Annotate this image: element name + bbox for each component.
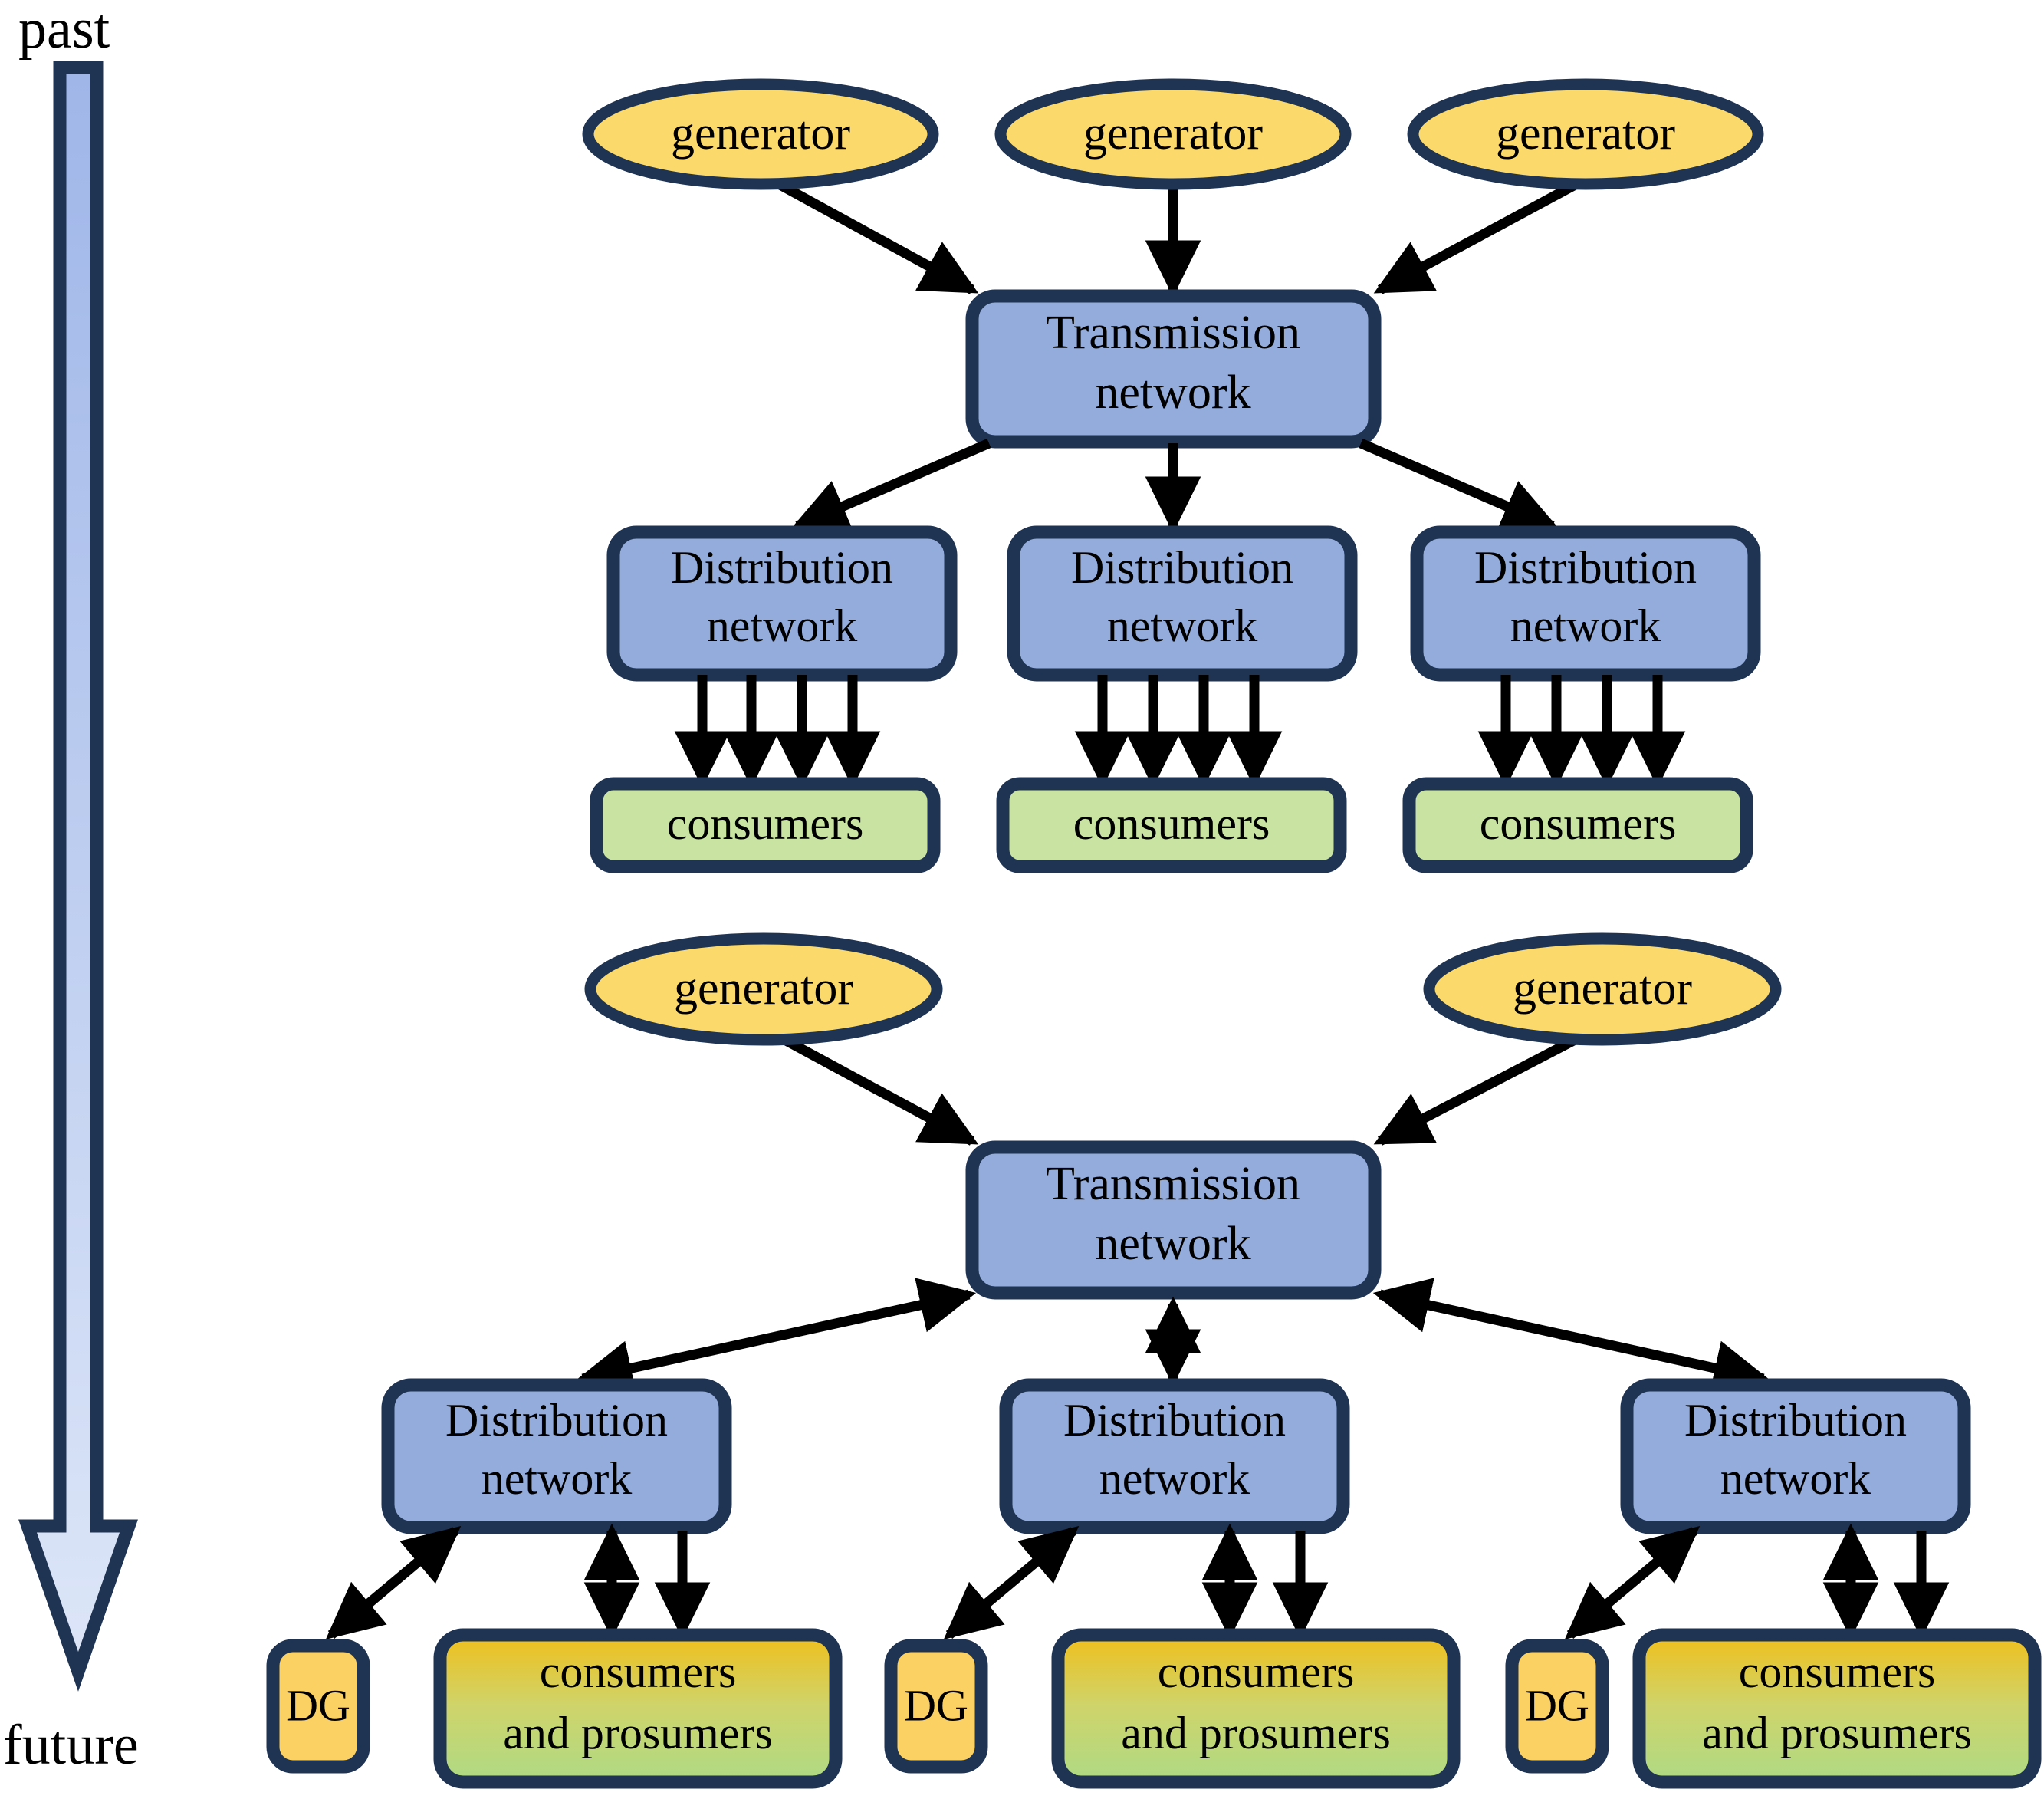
past-distribution-network-2[interactable]: Distribution network <box>1007 525 1358 682</box>
arrow-dist2-dg2 <box>943 1525 1080 1640</box>
future-generator-2-label: generator <box>1513 962 1692 1015</box>
past-distribution-2-line1: Distribution <box>1071 542 1293 593</box>
future-transmission-line2: network <box>1095 1218 1250 1270</box>
past-transmission-line1: Transmission <box>1046 307 1300 359</box>
past-transmission-line2: network <box>1095 367 1250 419</box>
past-consumers-1[interactable]: consumers <box>590 777 941 873</box>
future-distribution-1-line2: network <box>481 1453 633 1504</box>
timeline-future-label: future <box>3 1714 139 1777</box>
past-consumers-2[interactable]: consumers <box>996 777 1347 873</box>
past-consumers-2-label: consumers <box>1073 798 1270 849</box>
arrow-gen3-to-transmission <box>1373 178 1582 294</box>
future-transmission-line1: Transmission <box>1046 1158 1300 1210</box>
past-generator-1-label: generator <box>671 107 850 160</box>
future-distribution-1-line1: Distribution <box>445 1395 668 1445</box>
future-generator-2[interactable]: generator <box>1423 932 1782 1046</box>
future-prosumers-1[interactable]: consumers and prosumers <box>433 1628 843 1789</box>
past-distribution-network-3[interactable]: Distribution network <box>1410 525 1761 682</box>
arrow-dist1-dg1 <box>325 1525 462 1640</box>
future-dg-1[interactable]: DG <box>266 1639 370 1774</box>
past-consumers-1-label: consumers <box>667 798 864 849</box>
future-prosumers-1-line2: and prosumers <box>503 1708 773 1758</box>
arrow-transmission-to-dist3 <box>1359 439 1559 532</box>
past-distribution-2-line2: network <box>1107 600 1258 651</box>
future-prosumers-2[interactable]: consumers and prosumers <box>1051 1628 1461 1789</box>
past-distribution-1-line2: network <box>707 600 858 651</box>
future-dg-2-label: DG <box>904 1680 968 1730</box>
future-dg-3[interactable]: DG <box>1505 1639 1609 1774</box>
future-generator-to-transmission-arrows <box>776 1032 1583 1146</box>
future-distribution-2-line2: network <box>1099 1453 1250 1504</box>
past-generator-2[interactable]: generator <box>994 78 1352 190</box>
past-distribution-3-line2: network <box>1510 600 1661 651</box>
future-prosumers-3-line1: consumers <box>1739 1646 1936 1697</box>
future-generator-1[interactable]: generator <box>584 932 943 1046</box>
future-transmission-network[interactable]: Transmission network <box>965 1140 1382 1300</box>
arrow-ftransmission-dist3 <box>1372 1278 1771 1396</box>
future-transmission-to-distribution-arrows <box>575 1278 1771 1396</box>
future-prosumers-3-line2: and prosumers <box>1702 1708 1972 1758</box>
past-generator-1[interactable]: generator <box>582 78 939 190</box>
past-generator-2-label: generator <box>1083 107 1263 160</box>
future-distribution-3-line1: Distribution <box>1684 1395 1907 1445</box>
past-generator-3-label: generator <box>1496 107 1675 160</box>
future-prosumers-2-line2: and prosumers <box>1121 1708 1391 1758</box>
arrow-fgen2-to-transmission <box>1373 1032 1583 1146</box>
past-consumers-3-label: consumers <box>1480 798 1677 849</box>
future-dg-2[interactable]: DG <box>884 1639 988 1774</box>
future-distribution-3-line2: network <box>1720 1453 1871 1504</box>
future-distribution-network-2[interactable]: Distribution network <box>999 1378 1350 1534</box>
past-transmission-to-distribution-arrows <box>790 439 1559 534</box>
timeline-past-label: past <box>18 0 110 61</box>
future-distribution-network-3[interactable]: Distribution network <box>1620 1378 1971 1534</box>
past-distribution-1-line1: Distribution <box>671 542 893 593</box>
past-distribution-3-line1: Distribution <box>1474 542 1697 593</box>
future-prosumers-1-line1: consumers <box>540 1646 737 1697</box>
arrow-gen1-to-transmission <box>773 178 979 294</box>
arrow-dist3-dg3 <box>1564 1525 1701 1640</box>
past-distribution-network-1[interactable]: Distribution network <box>606 525 958 682</box>
arrow-ftransmission-dist1 <box>575 1278 977 1396</box>
arrow-transmission-to-dist1 <box>790 439 991 532</box>
past-distribution-to-consumer-feeders <box>674 675 1686 788</box>
past-generator-3[interactable]: generator <box>1407 78 1764 190</box>
future-prosumers-2-line1: consumers <box>1158 1646 1355 1697</box>
future-distribution-2-line1: Distribution <box>1063 1395 1286 1445</box>
future-dg-3-label: DG <box>1525 1680 1589 1730</box>
timeline-arrow <box>18 61 138 1692</box>
future-dg-1-label: DG <box>286 1680 350 1730</box>
arrow-fgen1-to-transmission <box>776 1032 979 1146</box>
past-generator-to-transmission-arrows <box>773 178 1582 298</box>
past-transmission-network[interactable]: Transmission network <box>965 289 1382 449</box>
past-consumers-3[interactable]: consumers <box>1402 777 1753 873</box>
future-distribution-network-1[interactable]: Distribution network <box>381 1378 732 1534</box>
future-distribution-connections <box>325 1523 1950 1640</box>
future-prosumers-3[interactable]: consumers and prosumers <box>1632 1628 2042 1789</box>
future-generator-1-label: generator <box>674 962 853 1015</box>
